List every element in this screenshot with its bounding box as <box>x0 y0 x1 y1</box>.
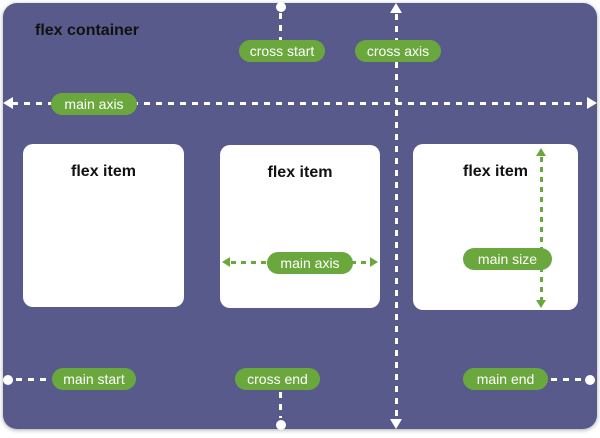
flex-container-label: flex container <box>35 22 140 39</box>
main-start-line <box>16 378 50 381</box>
cross-start-dot-icon <box>276 2 286 12</box>
main-axis-left-arrowhead-icon <box>3 97 13 109</box>
main-start-dot-icon <box>3 375 13 385</box>
item-main-axis-left-arrowhead-icon <box>222 257 230 267</box>
main-axis-right-arrowhead-icon <box>587 97 597 109</box>
item-main-axis-right-arrowhead-icon <box>370 257 378 267</box>
item-main-size-bottom-arrowhead-icon <box>536 300 546 308</box>
cross-end-label: cross end <box>235 368 320 390</box>
flex-item-3: flex item <box>413 144 578 310</box>
cross-start-line <box>279 13 282 40</box>
main-axis-label: main axis <box>51 93 137 115</box>
main-start-label: main start <box>52 368 136 390</box>
main-end-label: main end <box>463 368 548 390</box>
main-end-dot-icon <box>585 375 595 385</box>
cross-axis-top-arrowhead-icon <box>390 3 402 13</box>
item-main-size-arrow-line <box>540 157 543 301</box>
item-main-size-top-arrowhead-icon <box>536 148 546 156</box>
cross-end-line <box>279 392 282 418</box>
cross-axis-line <box>395 14 398 417</box>
flex-container: flex container main axis cross axis cros… <box>3 2 597 430</box>
flex-item-2-label: flex item <box>267 164 333 181</box>
flex-item-3-label: flex item <box>463 163 528 180</box>
flex-item-2: flex item <box>220 145 380 308</box>
cross-end-dot-icon <box>276 420 286 430</box>
flex-item-1-label: flex item <box>71 163 136 180</box>
main-axis-line <box>12 102 588 105</box>
cross-start-label: cross start <box>239 40 325 62</box>
cross-axis-bottom-arrowhead-icon <box>390 419 402 429</box>
cross-axis-label: cross axis <box>355 40 441 62</box>
item-main-size-label: main size <box>463 248 552 270</box>
flex-item-1: flex item <box>23 144 184 307</box>
item-main-axis-label: main axis <box>267 252 353 274</box>
main-end-line <box>551 378 585 381</box>
